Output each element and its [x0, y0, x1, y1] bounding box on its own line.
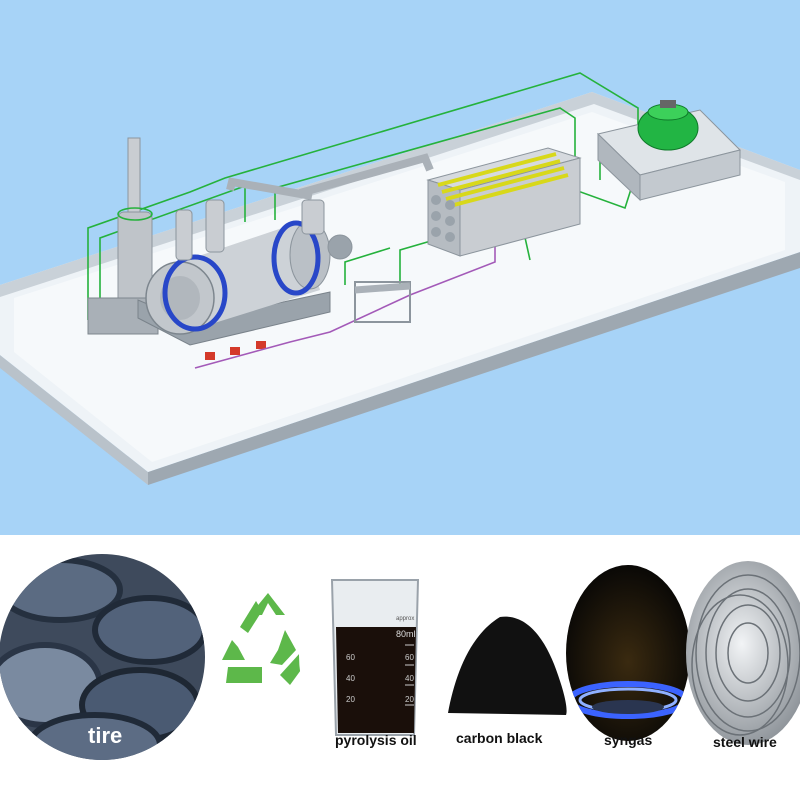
steel-wire-label: steel wire	[713, 734, 777, 750]
condenser-stand	[354, 281, 411, 323]
condenser-unit	[426, 147, 582, 257]
beaker-volume-mark: 80ml	[396, 629, 416, 639]
condenser-ports	[431, 195, 455, 242]
carbon-powder-icon	[448, 616, 567, 715]
burner-3	[256, 341, 266, 349]
chimney-pipe	[127, 137, 141, 217]
platform-front-side	[0, 355, 148, 485]
fuel-pipe	[194, 240, 496, 369]
reactor-band-front	[162, 254, 228, 332]
gas-flame-icon	[566, 565, 690, 741]
beaker-tick-2: 40	[405, 674, 414, 683]
gas-pipework	[175, 153, 434, 323]
beaker-brand: approx	[396, 616, 414, 622]
carbon-black-label: carbon black	[456, 730, 543, 746]
beaker-tick-1: 60	[405, 653, 414, 662]
products-strip: tire 80ml approx 60 40 20 60 40 20 pyrol…	[0, 535, 800, 800]
cooling-pond-side	[639, 149, 741, 201]
condenser-side	[459, 157, 581, 257]
cooling-fan	[660, 100, 676, 108]
pyrolysis-oil-label: pyrolysis oil	[335, 732, 417, 748]
burner-1	[205, 352, 215, 360]
steel-wire-coil-icon	[686, 561, 800, 745]
beaker-tick-4: 60	[346, 653, 355, 662]
separator-3	[301, 199, 325, 235]
oil-outlet-pipe	[354, 282, 411, 294]
condenser-tubes	[437, 152, 569, 208]
reactor-band-rear	[271, 220, 321, 296]
valve	[327, 234, 353, 260]
tire-pile-icon	[0, 554, 205, 760]
syngas-label: syngas	[604, 732, 652, 748]
recycle-icon	[222, 593, 306, 685]
separator-1	[175, 209, 193, 261]
pyrolysis-reactor	[137, 220, 496, 369]
beaker-tick-3: 20	[405, 695, 414, 704]
tire-label: tire	[88, 723, 122, 748]
cooling-system	[596, 100, 741, 202]
platform-right-side	[148, 252, 800, 485]
separator-2	[205, 199, 225, 253]
pyrolysis-plant-scene	[0, 0, 800, 535]
burner-2	[230, 347, 240, 355]
beaker-tick-6: 20	[346, 695, 355, 704]
condenser-feed-pipe	[298, 153, 434, 197]
scrubber-ring	[117, 207, 153, 221]
beaker-tick-5: 40	[346, 674, 355, 683]
oil-beaker-icon	[299, 555, 449, 755]
main-gas-pipe	[226, 177, 313, 200]
